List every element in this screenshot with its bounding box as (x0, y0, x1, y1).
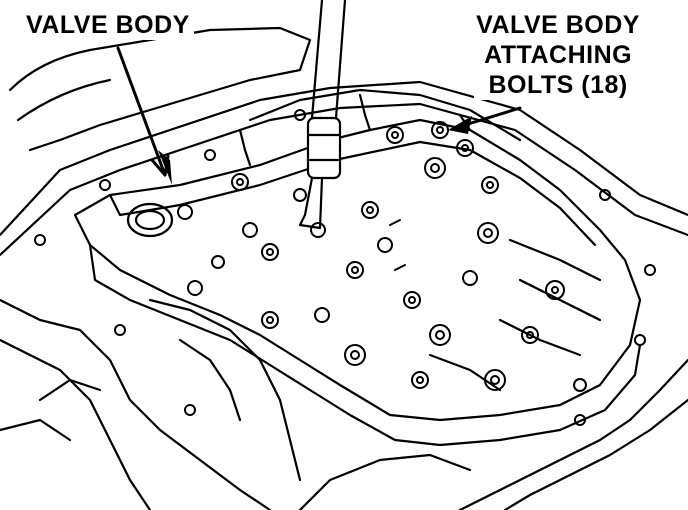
valve-body-plugs (211, 188, 478, 323)
attaching-bolts-label: VALVE BODY ATTACHING BOLTS (18) (474, 10, 642, 100)
attaching-bolts-label-line1: VALVE BODY (476, 11, 640, 39)
valve-body-label: VALVE BODY (22, 10, 194, 40)
valve-body-port (126, 202, 174, 238)
attaching-bolts-arrow (448, 106, 522, 134)
transmission-case (0, 26, 688, 510)
attaching-bolts-label-line2: ATTACHING (484, 41, 633, 69)
valve-rod (298, 0, 347, 230)
attaching-bolts-label-line3: BOLTS (18) (488, 71, 628, 99)
case-bolt-holes (34, 109, 656, 426)
valve-body-arrow (116, 46, 172, 185)
